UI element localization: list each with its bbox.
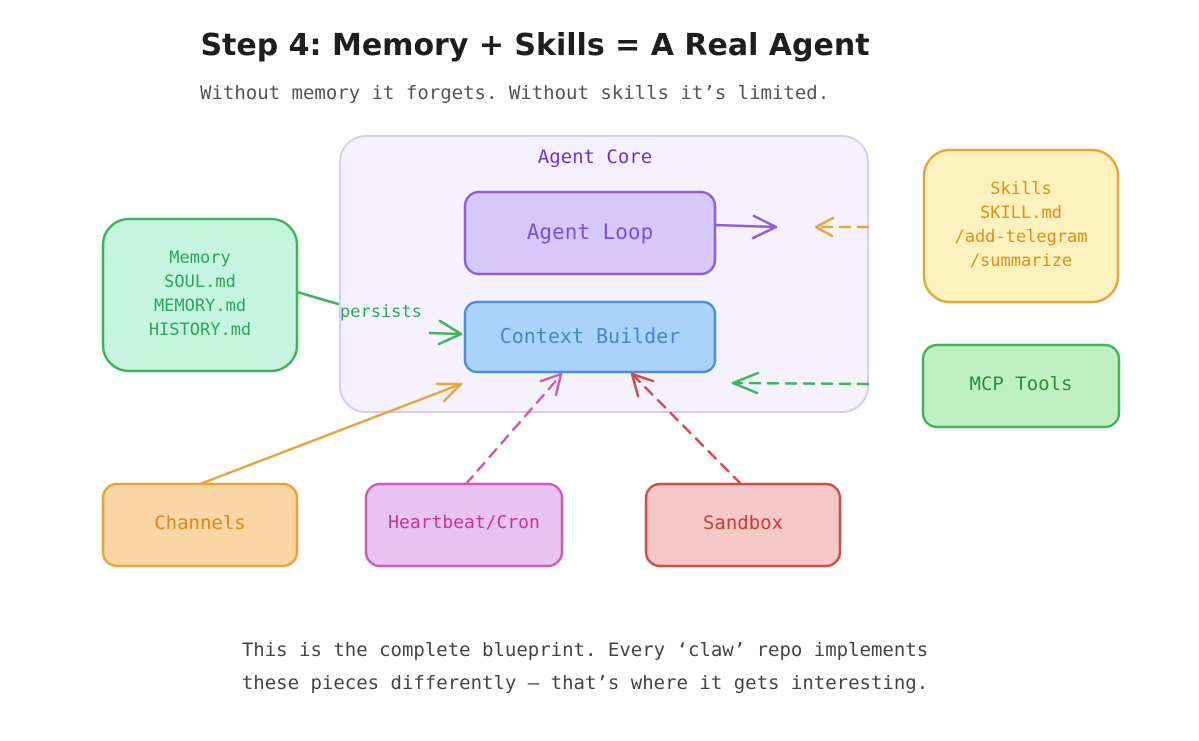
heartbeat-arrow: [464, 372, 563, 486]
diagram-title: Step 4: Memory + Skills = A Real Agent: [200, 28, 870, 63]
memory-persists-arrow: [295, 290, 463, 346]
sandbox-label: Sandbox: [702, 512, 784, 534]
memory-line: HISTORY.md: [148, 320, 252, 340]
memory-line: Memory: [169, 248, 231, 268]
context-builder-node: [463, 300, 717, 374]
skills-line: /add-telegram: [954, 227, 1088, 247]
context-builder-label: Context Builder: [499, 324, 681, 348]
skills-node: [922, 148, 1120, 304]
footer-line: This is the complete blueprint. Every ‘c…: [241, 639, 929, 661]
memory-line: SOUL.md: [164, 272, 236, 292]
heartbeat-node: [364, 482, 564, 568]
skills-line: Skills: [990, 179, 1052, 199]
mcp-tools-node: [921, 343, 1121, 429]
skills-line: /summarize: [969, 251, 1073, 271]
mcp-tools-label: MCP Tools: [969, 373, 1073, 395]
footer-note: This is the complete blueprint. Every ‘c…: [0, 634, 1170, 700]
channels-label: Channels: [154, 512, 246, 534]
heartbeat-label: Heartbeat/Cron: [388, 512, 540, 533]
memory-line: MEMORY.md: [153, 296, 247, 316]
mcp-tools-arrow: [731, 371, 870, 395]
agent-loop-label: Agent Loop: [526, 220, 654, 244]
sandbox-arrow: [630, 372, 743, 486]
skills-arrow: [814, 216, 870, 238]
diagram-subtitle: Without memory it forgets. Without skill…: [200, 82, 830, 104]
memory-label: Memory SOUL.md MEMORY.md HISTORY.md: [103, 246, 297, 342]
agent-core-title: Agent Core: [537, 146, 653, 168]
agent-loop-node: [463, 190, 717, 276]
channels-arrow: [198, 382, 463, 486]
agent-loop-output-arrow: [714, 214, 778, 240]
sandbox-node: [644, 482, 842, 568]
skills-label: Skills SKILL.md /add-telegram /summarize: [924, 177, 1118, 273]
memory-node: [101, 217, 299, 373]
footer-line: these pieces differently — that’s where …: [241, 672, 929, 694]
skills-line: SKILL.md: [980, 203, 1062, 223]
persists-label: persists: [340, 302, 422, 322]
